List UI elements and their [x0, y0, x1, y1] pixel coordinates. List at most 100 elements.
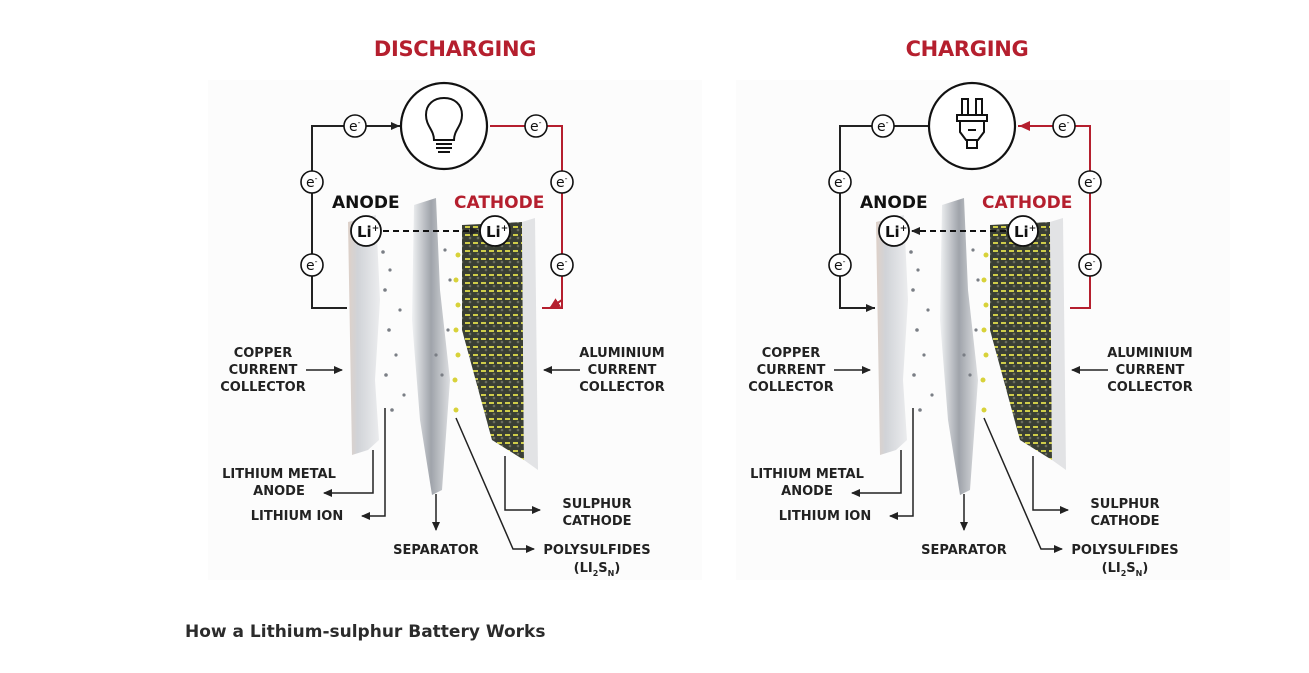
electron-badge: e-: [343, 114, 367, 138]
sulphur-cathode-label-line2: CATHODE: [1090, 514, 1159, 529]
battery-cell: [876, 198, 1066, 495]
aluminium-collector-label-line2: CURRENT: [588, 363, 657, 378]
li-ion-anode-badge: Li+: [878, 215, 910, 247]
polysulfides-leader: [983, 417, 1063, 553]
lithium-metal-anode-label-line2: ANODE: [781, 484, 833, 499]
lithium-ion-particles: [381, 248, 452, 412]
lithium-metal-anode-label-line2: ANODE: [253, 484, 305, 499]
sulphur-cathode-leader: [504, 456, 541, 514]
electron-badge: e-: [828, 253, 852, 277]
electron-badge: e-: [828, 170, 852, 194]
li-ion-cathode-badge: Li+: [1007, 215, 1039, 247]
polysulfide-particles: [980, 252, 989, 413]
copper-collector-label-line2: CURRENT: [229, 363, 298, 378]
copper-collector-label-line3: COLLECTOR: [748, 380, 834, 395]
svg-text:e-: e-: [1084, 174, 1096, 191]
svg-text:e-: e-: [556, 257, 568, 274]
polysulfides-leader: [455, 417, 535, 553]
separator-layer: [412, 198, 450, 495]
svg-text:Li+: Li+: [357, 223, 379, 241]
callouts: COPPER CURRENT COLLECTOR ALUMINIUM CURRE…: [748, 346, 1193, 578]
li-ion-anode-badge: Li+: [350, 215, 382, 247]
electron-badges: e-e-e-e-e-e-: [828, 114, 1102, 277]
copper-collector-label-line1: COPPER: [234, 346, 293, 361]
electron-flow-arrow-to-cathode: [549, 298, 563, 309]
callouts: COPPER CURRENT COLLECTOR ALUMINIUM CURRE…: [220, 346, 665, 578]
svg-text:Li+: Li+: [1014, 223, 1036, 241]
sulphur-cathode-label-line1: SULPHUR: [562, 497, 631, 512]
lithium-metal-anode-label-line1: LITHIUM METAL: [750, 467, 864, 482]
cathode-label: CATHODE: [982, 193, 1072, 213]
electron-badge: e-: [1078, 253, 1102, 277]
electron-badge: e-: [300, 170, 324, 194]
separator-label: SEPARATOR: [393, 543, 479, 558]
svg-text:e-: e-: [834, 257, 846, 274]
svg-text:e-: e-: [877, 118, 889, 135]
device-group: [399, 81, 489, 171]
svg-text:e-: e-: [349, 118, 361, 135]
aluminium-collector-label-line2: CURRENT: [1116, 363, 1185, 378]
device-group: [927, 81, 1017, 171]
electron-badge: e-: [1052, 114, 1076, 138]
svg-text:e-: e-: [834, 174, 846, 191]
aluminium-current-collector: [1050, 218, 1066, 470]
electron-badges: e-e-e-e-e-e-: [300, 114, 574, 277]
lightbulb-icon: [424, 96, 464, 153]
svg-text:e-: e-: [306, 174, 318, 191]
anode-label: ANODE: [332, 193, 400, 213]
copper-collector-label-line2: CURRENT: [757, 363, 826, 378]
electron-badge: e-: [300, 253, 324, 277]
copper-collector-label-line1: COPPER: [762, 346, 821, 361]
svg-text:e-: e-: [1058, 118, 1070, 135]
svg-text:e-: e-: [556, 174, 568, 191]
svg-text:e-: e-: [530, 118, 542, 135]
device-circle: [927, 81, 1017, 171]
copper-collector-label-line3: COLLECTOR: [220, 380, 306, 395]
plug-icon: [956, 98, 988, 149]
separator-layer: [940, 198, 978, 495]
svg-text:Li+: Li+: [486, 223, 508, 241]
lithium-ion-label: LITHIUM ION: [779, 509, 872, 524]
sulphur-cathode-leader: [1032, 456, 1069, 514]
lithium-ion-label: LITHIUM ION: [251, 509, 344, 524]
electron-badge: e-: [524, 114, 548, 138]
aluminium-collector-label-line1: ALUMINIUM: [579, 346, 664, 361]
lithium-ion-flow: Li+ Li+: [878, 215, 1039, 247]
sulphur-cathode-layer: [990, 222, 1052, 460]
anode-label: ANODE: [860, 193, 928, 213]
lithium-ion-leader: [889, 408, 914, 520]
aluminium-collector-label-line3: COLLECTOR: [1107, 380, 1193, 395]
polysulfides-label: POLYSULFIDES: [1071, 543, 1178, 558]
aluminium-current-collector: [522, 218, 538, 470]
battery-cell: [348, 198, 538, 495]
polysulfides-formula: (LI2SN): [574, 561, 621, 578]
aluminium-collector-label-line1: ALUMINIUM: [1107, 346, 1192, 361]
device-circle: [399, 81, 489, 171]
lithium-ion-leader: [361, 408, 386, 520]
polysulfides-label: POLYSULFIDES: [543, 543, 650, 558]
lithium-metal-anode-label-line1: LITHIUM METAL: [222, 467, 336, 482]
discharging-diagram-svg: ANODE CATHODE Li+ Li+ e-e-e-e-e-e- COPPE…: [220, 81, 665, 578]
svg-text:e-: e-: [306, 257, 318, 274]
electron-badge: e-: [1078, 170, 1102, 194]
electron-badge: e-: [550, 253, 574, 277]
sulphur-cathode-layer: [462, 222, 524, 460]
lithium-metal-anode-leader: [323, 450, 374, 497]
lithium-metal-anode-leader: [851, 450, 902, 497]
electron-badge: e-: [550, 170, 574, 194]
svg-text:Li+: Li+: [885, 223, 907, 241]
polysulfides-formula: (LI2SN): [1102, 561, 1149, 578]
lithium-ion-particles: [909, 248, 980, 412]
aluminium-collector-label-line3: COLLECTOR: [579, 380, 665, 395]
charging-title: CHARGING: [905, 37, 1029, 61]
separator-label: SEPARATOR: [921, 543, 1007, 558]
copper-current-collector: [348, 215, 380, 455]
discharging-title: DISCHARGING: [373, 37, 537, 61]
figure-caption: How a Lithium-sulphur Battery Works: [185, 622, 546, 642]
sulphur-cathode-label-line1: SULPHUR: [1090, 497, 1159, 512]
sulphur-cathode-label-line2: CATHODE: [562, 514, 631, 529]
charging-diagram-svg: ANODE CATHODE Li+ Li+ e-e-e-e-e-e- COPPE…: [748, 81, 1193, 578]
lithium-ion-flow: Li+ Li+: [350, 215, 511, 247]
electron-badge: e-: [871, 114, 895, 138]
cathode-label: CATHODE: [454, 193, 544, 213]
